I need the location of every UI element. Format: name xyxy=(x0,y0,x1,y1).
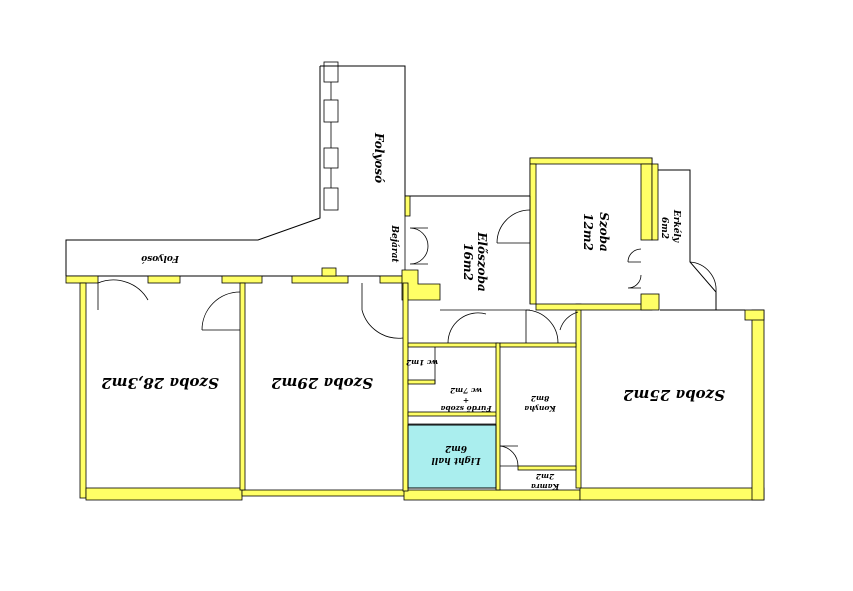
window xyxy=(323,61,339,83)
label-folyoso-left: Folyosó xyxy=(141,253,180,264)
wall-bottom xyxy=(241,489,407,497)
door-swing xyxy=(525,309,559,344)
label-furdo-plus: + xyxy=(463,396,469,405)
label-lights-area: 6m2 xyxy=(445,443,467,453)
label-erkely-area: 6m2 xyxy=(659,217,669,239)
wall-right-cap xyxy=(744,309,765,321)
label-lights-name: Light hall xyxy=(431,455,482,465)
szoba12-wall-top xyxy=(529,157,653,165)
label-eloszoba-name: Előszoba xyxy=(475,231,489,291)
label-eloszoba-area: 16m2 xyxy=(461,243,475,281)
walls xyxy=(65,157,765,501)
eloszoba-wall xyxy=(404,195,411,217)
door-swing xyxy=(689,261,717,293)
corridor-left-wall xyxy=(65,66,321,276)
balcony-wall xyxy=(652,169,717,310)
wall-segment xyxy=(291,275,349,284)
room-labels: Folyosó Folyosó Bejárat Előszoba 16m2 Sz… xyxy=(101,132,725,491)
szoba12-wall-corner xyxy=(640,293,660,311)
label-konyha-name: Konyha xyxy=(524,404,557,413)
corridor-top-wall xyxy=(320,65,406,196)
label-kamra-area: 2m2 xyxy=(536,472,555,481)
inner-wall xyxy=(499,342,577,348)
inner-wall xyxy=(517,465,577,471)
inner-wall xyxy=(495,342,501,491)
door-swing xyxy=(97,279,149,310)
wall-segment xyxy=(65,275,99,284)
wall-bottom xyxy=(85,487,243,501)
szoba12-wall-bottom xyxy=(535,303,653,311)
balcony-wall-inner xyxy=(651,163,659,241)
partition-2 xyxy=(402,282,409,492)
szoba12-wall-right xyxy=(640,163,653,241)
wall-segment xyxy=(221,275,263,284)
window xyxy=(323,187,339,211)
door-swing xyxy=(447,312,487,344)
window xyxy=(323,147,339,169)
label-furdo-wc: wc 7m2 xyxy=(450,386,482,395)
label-bejarat: Bejárat xyxy=(389,224,400,263)
partition-1 xyxy=(239,282,246,491)
door-swing xyxy=(361,283,404,339)
door-swing xyxy=(201,291,241,331)
thin-lines xyxy=(97,61,717,467)
door-swing xyxy=(496,209,531,244)
door-swing xyxy=(627,248,642,289)
label-furdo-name: Fürdő szoba xyxy=(440,404,492,413)
szoba12-wall-left xyxy=(529,163,537,305)
inner-wall xyxy=(407,379,436,385)
label-konyha-area: 8m2 xyxy=(531,394,549,403)
door-swing xyxy=(559,311,579,331)
wall-segment xyxy=(147,275,181,284)
label-folyoso-top: Folyosó xyxy=(372,132,386,183)
door-swing xyxy=(409,227,429,265)
wall-bottom xyxy=(579,487,765,501)
label-kamra-name: Kamra xyxy=(531,482,560,491)
light-hall-area xyxy=(407,424,497,489)
label-szoba-29: Szoba 29m2 xyxy=(271,374,373,392)
wall-segment xyxy=(379,275,404,284)
window xyxy=(323,99,339,123)
label-erkely-name: Erkély xyxy=(671,209,682,243)
entrance-pillar xyxy=(401,269,441,301)
label-szoba12-name: Szoba xyxy=(597,212,611,252)
inner-wall xyxy=(407,342,499,348)
label-szoba-28-3: Szoba 28,3m2 xyxy=(101,374,219,392)
wall-right xyxy=(751,309,765,501)
wall-left xyxy=(79,282,87,499)
label-szoba12-area: 12m2 xyxy=(581,213,595,251)
partition-3 xyxy=(575,303,582,489)
label-wc: wc 1m2 xyxy=(406,358,438,367)
label-szoba-25: Szoba 25m2 xyxy=(623,386,725,404)
door-swing xyxy=(499,445,519,467)
wall-segment xyxy=(321,267,337,277)
